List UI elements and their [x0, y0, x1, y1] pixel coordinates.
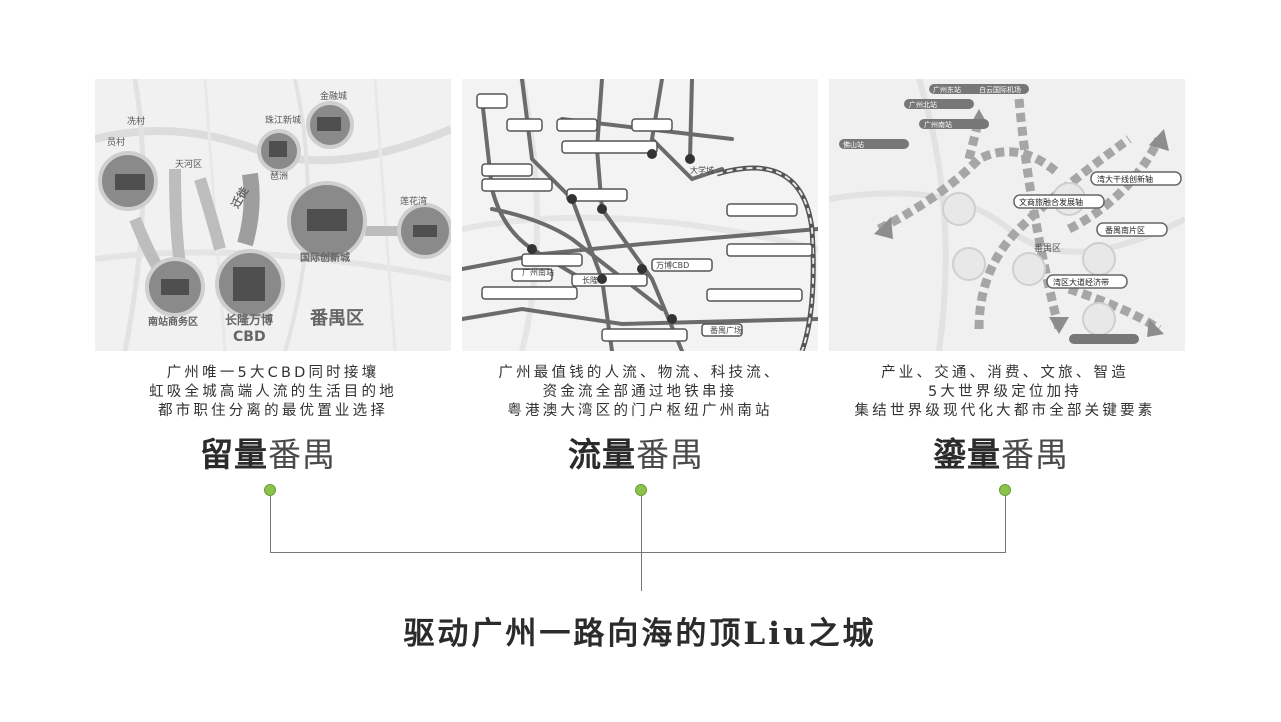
svg-text:广州南站: 广州南站 [522, 267, 554, 277]
cbd-map-graphic: 员村 珠江新城 金融城 琶洲 莲花湾 冼村 天河区 国际创新城 南站商务区 长隆… [95, 79, 451, 351]
svg-text:大学城: 大学城 [690, 165, 714, 175]
connector-dot-right [999, 484, 1011, 496]
svg-text:南站商务区: 南站商务区 [148, 315, 198, 328]
column-1-title: 留量番禺 [118, 428, 418, 476]
svg-text:冼村: 冼村 [127, 115, 145, 127]
svg-text:番禺南片区: 番禺南片区 [1105, 225, 1145, 235]
svg-text:员村: 员村 [107, 136, 125, 148]
svg-text:广州北站: 广州北站 [909, 100, 937, 109]
column-1-title-light: 番禺 [268, 435, 336, 474]
svg-text:金融城: 金融城 [320, 90, 347, 102]
svg-text:番禺广场: 番禺广场 [710, 325, 742, 335]
svg-text:广州东站: 广州东站 [933, 85, 961, 94]
svg-text:白云国际机场: 白云国际机场 [979, 85, 1021, 94]
svg-text:长隆万博: 长隆万博 [225, 312, 273, 327]
connector-line-right [1005, 496, 1006, 553]
connector-line-horizontal [270, 552, 1006, 553]
svg-text:莲花湾: 莲花湾 [400, 195, 427, 207]
column-3-line-3: 集结世界级现代化大都市全部关键要素 [854, 403, 1156, 419]
column-1-line-3: 都市职住分离的最优置业选择 [157, 403, 389, 419]
column-1-title-bold: 留量 [200, 435, 268, 474]
svg-text:湾大干线创新轴: 湾大干线创新轴 [1097, 174, 1153, 184]
svg-text:湾区大道经济带: 湾区大道经济带 [1053, 277, 1109, 287]
metro-map-graphic: 广州南站 大学城 万博CBD 长隆 番禺广场 [462, 79, 818, 351]
column-2-line-3: 粤港澳大湾区的门户枢纽广州南站 [507, 403, 773, 419]
map-panel-cbd: 员村 珠江新城 金融城 琶洲 莲花湾 冼村 天河区 国际创新城 南站商务区 长隆… [95, 79, 451, 351]
svg-text:番禺区: 番禺区 [309, 308, 364, 329]
column-2-description: 广州最值钱的人流、物流、科技流、 资金流全部通过地铁串接 粤港澳大湾区的门户枢纽… [440, 364, 840, 421]
column-3-description: 产业、交通、消费、文旅、智造 5大世界级定位加持 集结世界级现代化大都市全部关键… [805, 364, 1205, 421]
column-3-title: 鎏量番禺 [851, 428, 1151, 476]
svg-text:万博CBD: 万博CBD [656, 260, 689, 270]
column-1-line-1: 广州唯一5大CBD同时接壤 [166, 365, 380, 381]
svg-text:佛山站: 佛山站 [843, 140, 864, 149]
connector-line-left [270, 496, 271, 553]
column-3-title-light: 番禺 [1001, 435, 1069, 474]
svg-text:天河区: 天河区 [175, 158, 202, 170]
connector-dot-middle [635, 484, 647, 496]
map-panel-axes: 湾大干线创新轴 文商旅融合发展轴 番禺南片区 湾区大道经济带 广州东站 白云国际… [829, 79, 1185, 351]
svg-text:珠江新城: 珠江新城 [265, 114, 301, 126]
svg-text:国际创新城: 国际创新城 [300, 251, 350, 264]
bottom-slogan: 驱动广州一路向海的顶Liu之城 [403, 616, 877, 652]
svg-text:琶洲: 琶洲 [270, 171, 288, 182]
column-2-title: 流量番禺 [486, 428, 786, 476]
column-2-title-bold: 流量 [568, 435, 636, 474]
column-1-description: 广州唯一5大CBD同时接壤 虹吸全城高端人流的生活目的地 都市职住分离的最优置业… [73, 364, 473, 421]
column-3-title-bold: 鎏量 [933, 435, 1001, 474]
column-1-line-2: 虹吸全城高端人流的生活目的地 [149, 384, 397, 400]
svg-text:长隆: 长隆 [582, 275, 598, 285]
svg-text:番禺区: 番禺区 [1034, 242, 1061, 254]
column-2-line-1: 广州最值钱的人流、物流、科技流、 [498, 365, 782, 381]
svg-text:广州南站: 广州南站 [924, 120, 952, 129]
connector-line-middle [641, 496, 642, 591]
connector-dot-left [264, 484, 276, 496]
column-3-line-1: 产业、交通、消费、文旅、智造 [881, 365, 1129, 381]
svg-text:CBD: CBD [233, 329, 266, 345]
column-2-line-2: 资金流全部通过地铁串接 [542, 384, 738, 400]
axes-map-graphic: 湾大干线创新轴 文商旅融合发展轴 番禺南片区 湾区大道经济带 广州东站 白云国际… [829, 79, 1185, 351]
column-2-title-light: 番禺 [636, 435, 704, 474]
svg-text:文商旅融合发展轴: 文商旅融合发展轴 [1019, 197, 1083, 207]
column-3-line-2: 5大世界级定位加持 [927, 384, 1083, 400]
map-panel-metro: 广州南站 大学城 万博CBD 长隆 番禺广场 [462, 79, 818, 351]
